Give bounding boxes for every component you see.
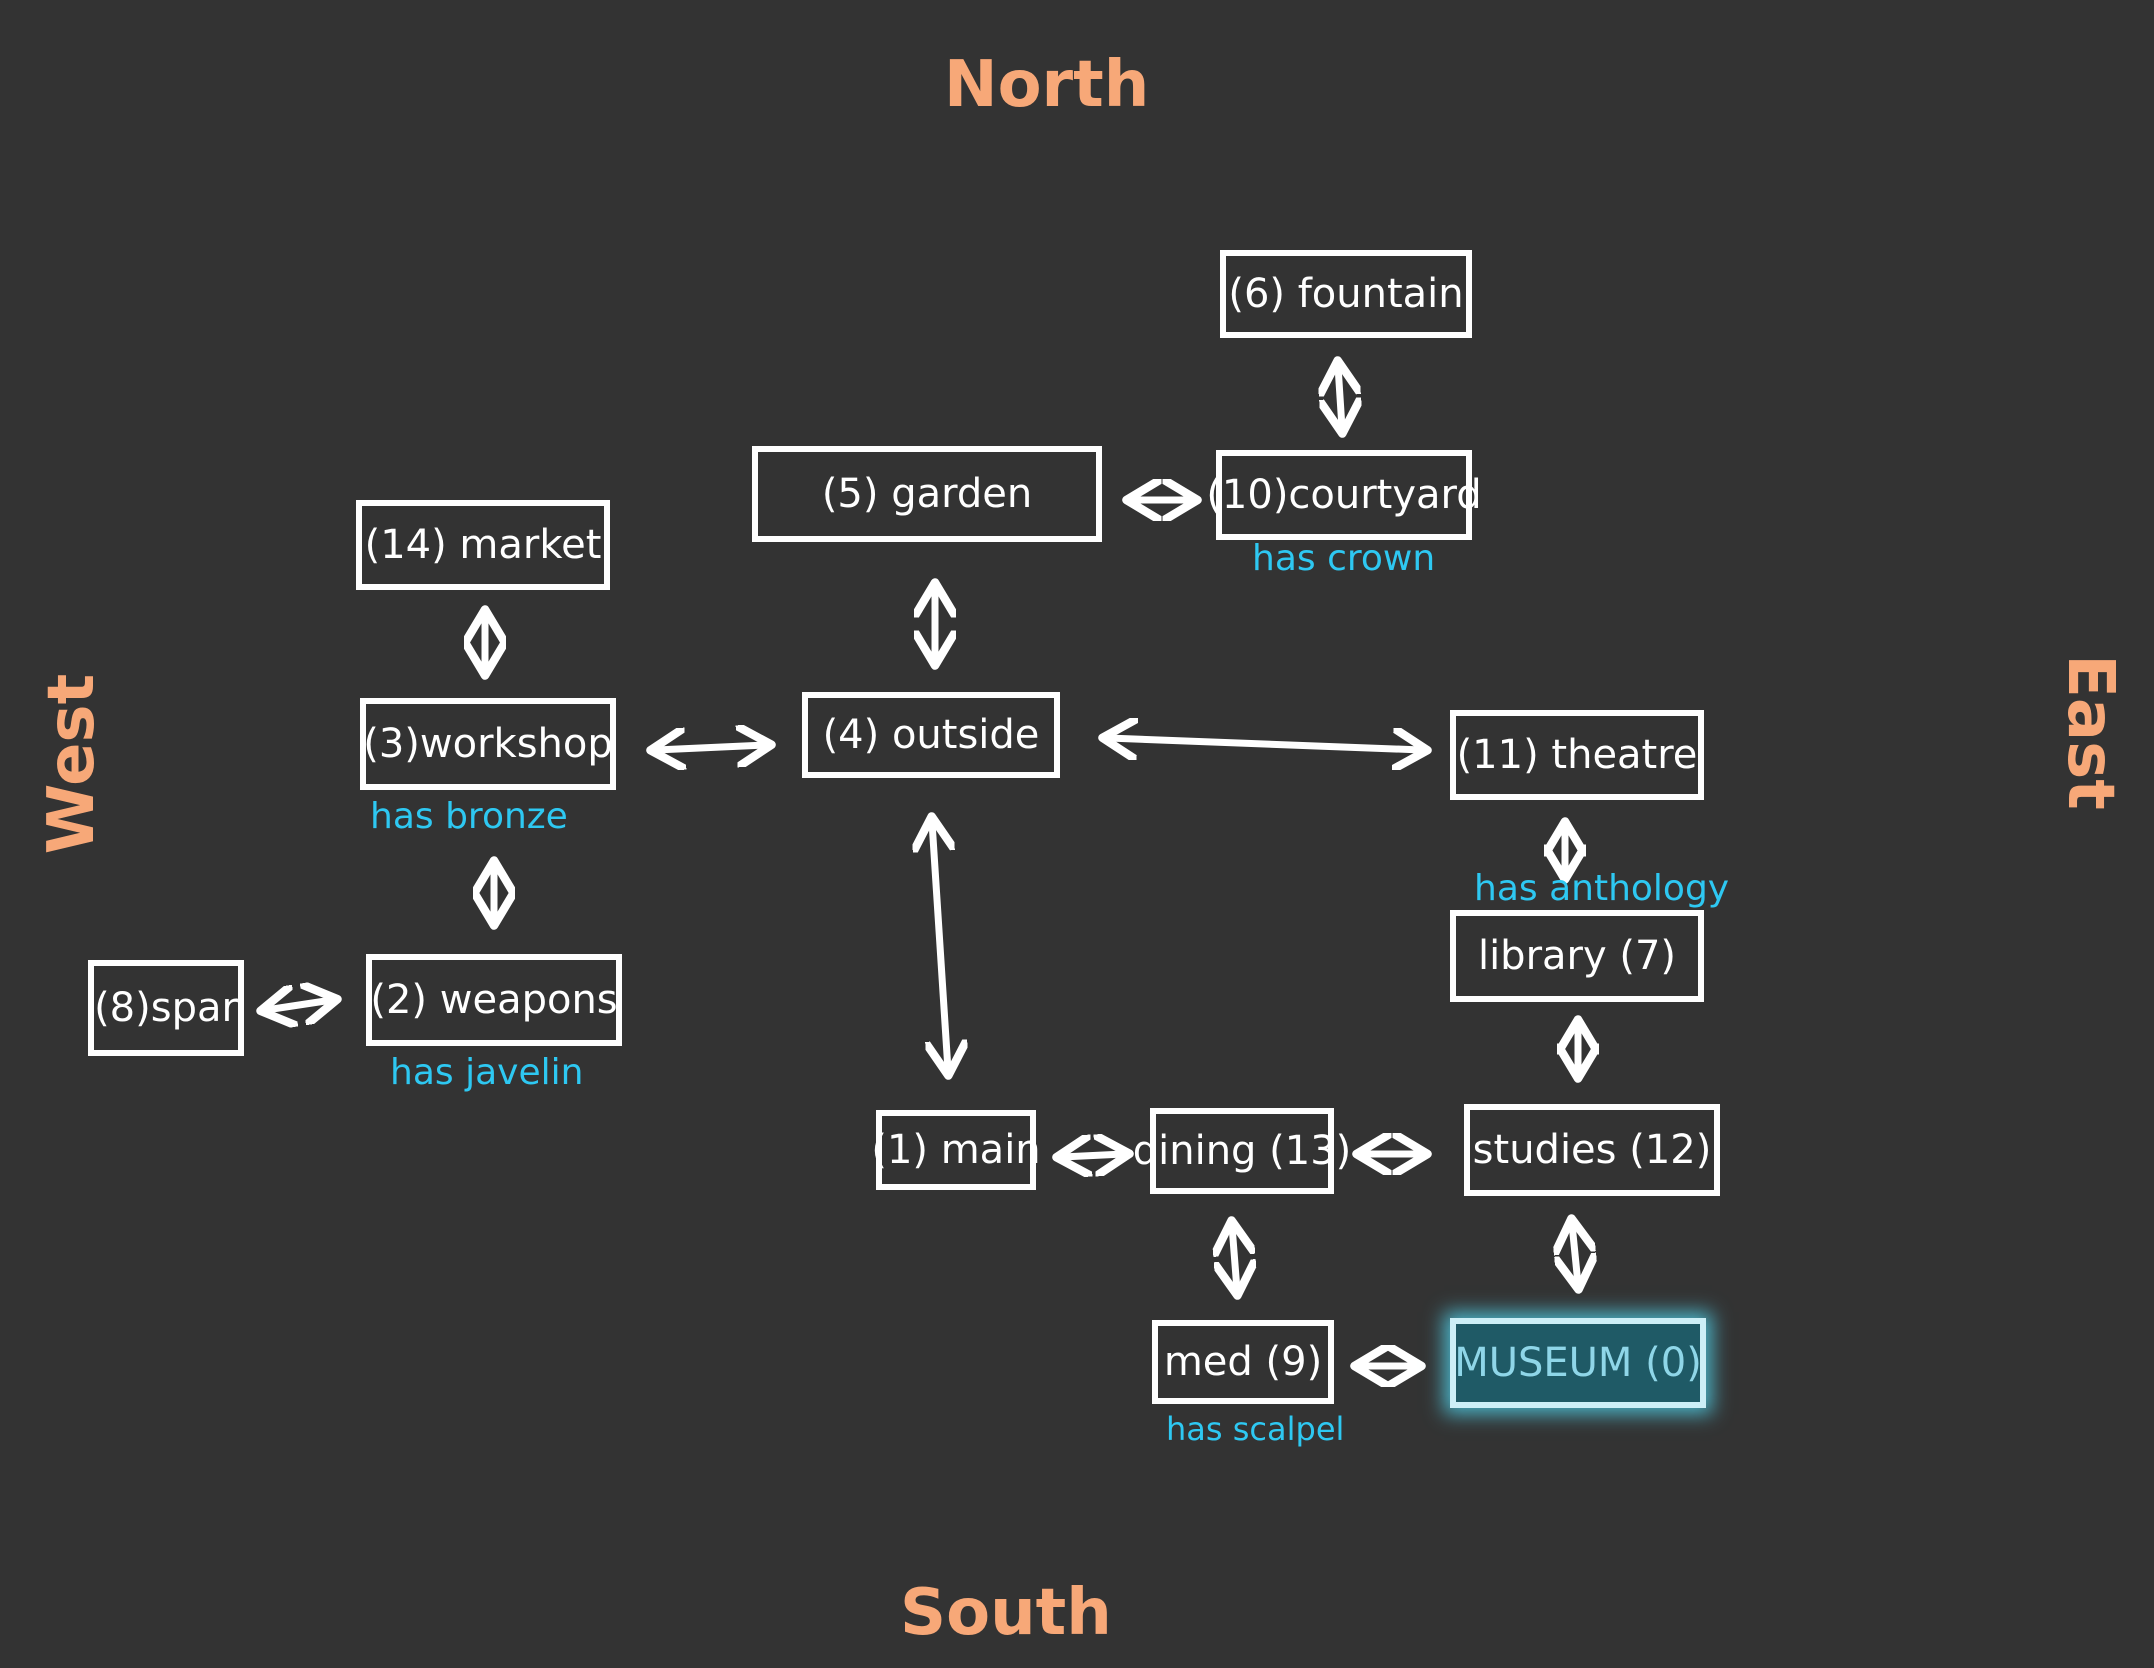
compass-north: North xyxy=(944,48,1150,122)
room-spar: (8)spar xyxy=(88,960,244,1056)
arrow-dining-med xyxy=(1232,1226,1237,1290)
room-outside: (4) outside xyxy=(802,692,1060,778)
compass-east: East xyxy=(2053,654,2127,810)
room-garden: (5) garden xyxy=(752,446,1102,542)
arrow-workshop-outside xyxy=(656,745,766,750)
note-workshop-bronze: has bronze xyxy=(370,796,568,837)
room-museum: MUSEUM (0) xyxy=(1450,1318,1706,1408)
room-dining: dining (13) xyxy=(1133,1108,1351,1194)
room-market: (14) market xyxy=(356,500,610,590)
note-courtyard-crown: has crown xyxy=(1252,538,1436,579)
room-med: med (9) xyxy=(1152,1320,1334,1404)
room-workshop: (3)workshop xyxy=(360,698,616,790)
note-library-anthology: has anthology xyxy=(1474,868,1730,909)
compass-west: West xyxy=(35,673,109,855)
room-studies: studies (12) xyxy=(1464,1104,1720,1196)
arrow-outside-main xyxy=(932,822,948,1070)
arrow-fountain-courtyard xyxy=(1338,366,1342,428)
room-weapons: (2) weapons xyxy=(366,954,622,1046)
room-fountain: (6) fountain xyxy=(1220,250,1472,338)
arrow-outside-theatre xyxy=(1108,738,1422,750)
room-library: library (7) xyxy=(1450,910,1704,1002)
arrow-spar-weapons xyxy=(266,1000,332,1010)
note-med-scalpel: has scalpel xyxy=(1166,1410,1345,1448)
compass-south: South xyxy=(900,1576,1112,1650)
note-weapons-javelin: has javelin xyxy=(390,1052,584,1093)
room-courtyard: (10)courtyard xyxy=(1206,450,1482,540)
arrow-studies-museum xyxy=(1572,1224,1578,1284)
arrow-main-dining xyxy=(1062,1154,1124,1157)
room-theatre: (11) theatre xyxy=(1450,710,1704,800)
room-main: (1) main xyxy=(871,1110,1041,1190)
